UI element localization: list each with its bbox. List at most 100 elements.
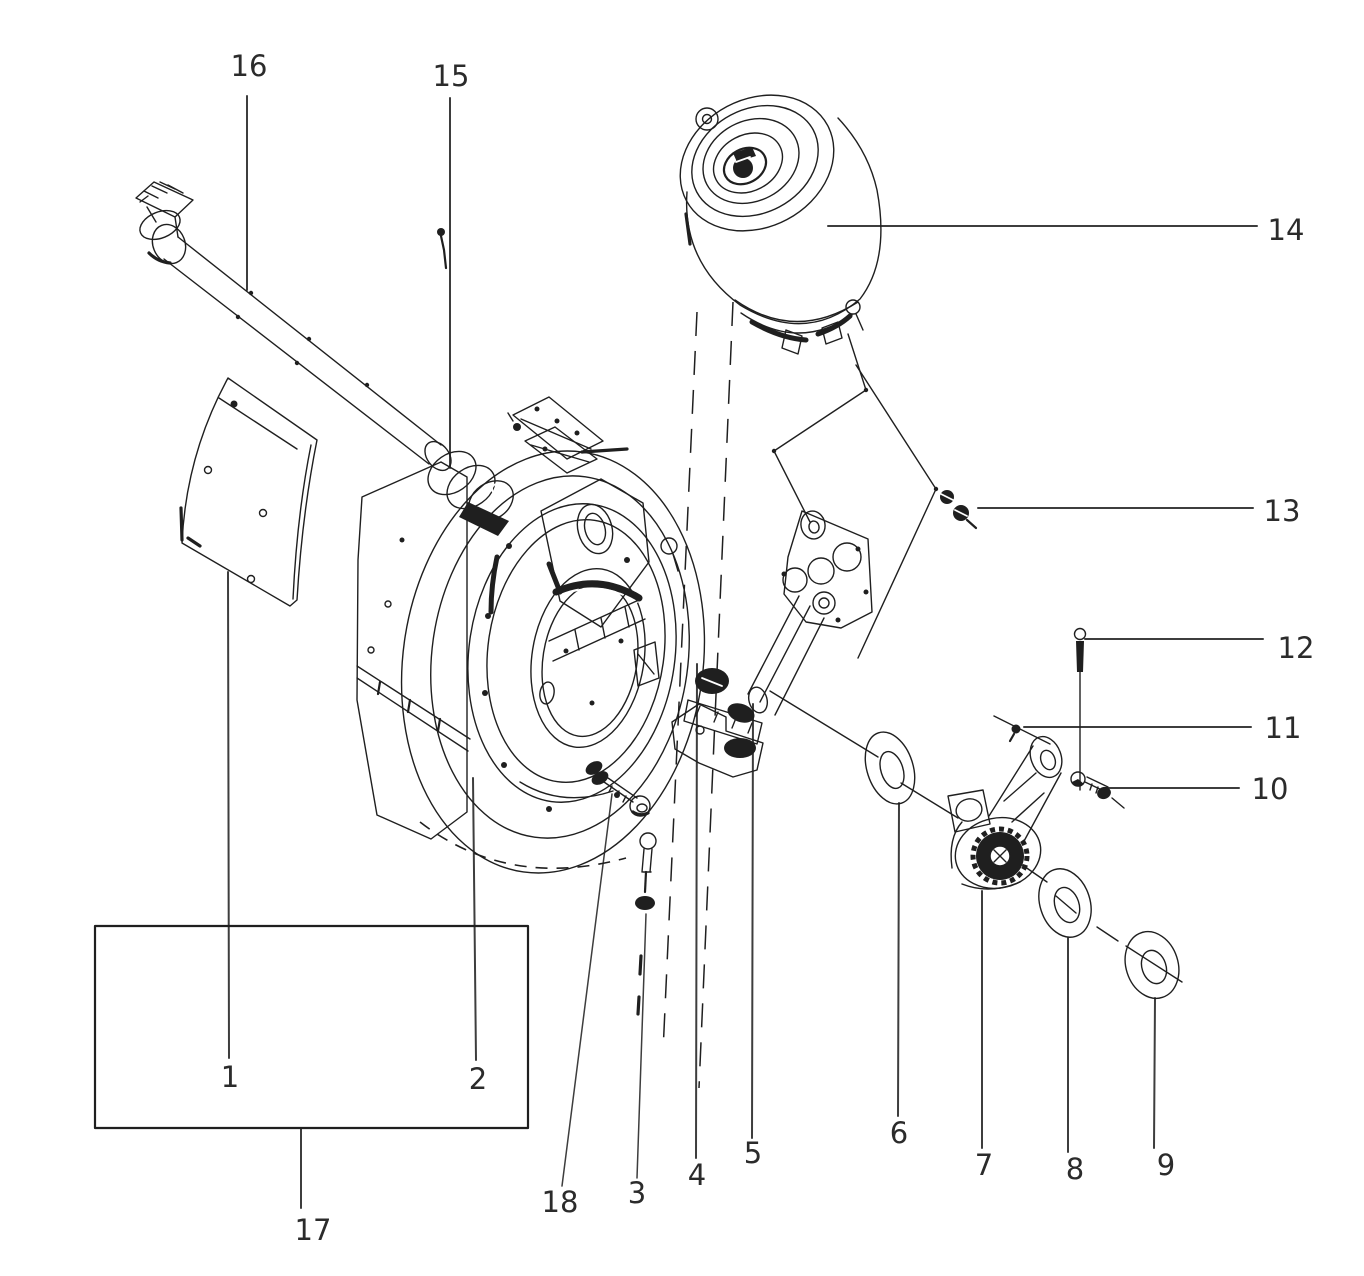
callout-10: 10 [1252,772,1289,806]
chamber-face-ring [722,146,768,186]
face-bolt-hole [506,543,512,549]
web-dot [563,648,569,654]
rod-tick [294,360,300,366]
chamber-tab [781,329,803,355]
pin-axis [993,715,1051,745]
callout-9: 9 [1157,1148,1175,1182]
pin-collar [635,896,655,910]
cam-tube-shadow [459,502,509,536]
bolt-threads [1089,783,1099,794]
bolt-washer [585,761,603,775]
construction-lines [662,301,1183,1089]
handle-rod-16 [135,181,452,472]
drum-face-ring [486,519,666,783]
backplate-housing-2 [356,396,706,874]
arm-boss-bottom [961,881,1021,890]
washer-9 [1124,930,1180,1000]
phantom-line-left [662,311,698,1053]
strap-rivet [534,406,540,412]
camshaft-bracket-4-5 [671,510,873,778]
bolt-nut [1097,786,1111,800]
foot-base-hatch [695,705,753,734]
leader-3-tick [636,995,641,1016]
washer-outer [1038,868,1092,938]
panel-hole [384,600,392,608]
callout-4: 4 [688,1158,706,1192]
web-rungs [574,606,630,651]
plate-edge-mark [179,506,184,542]
chamber-hub [733,158,753,178]
phantom-line-right [698,301,734,1089]
leader-3-tick [638,954,643,976]
callout-17: 17 [295,1213,332,1247]
bracket-shaft-line [759,605,811,703]
foot-boss [695,668,729,694]
chamber-face-ring [691,104,819,218]
bracket-flange [783,510,873,629]
chamber-flange-band [734,299,859,323]
locator-dot [863,387,869,393]
callout-1: 1 [221,1060,239,1094]
washer-outer [1124,930,1180,1000]
screw-13 [940,490,978,530]
face-bolt-hole [501,762,507,768]
bolt-shaft [603,777,638,803]
cam-tube-hole [491,483,503,495]
web-dot [589,700,595,706]
callout-12: 12 [1278,631,1315,665]
panel-rivet [399,537,405,543]
face-bolt-hole [485,613,491,619]
callout-6: 6 [890,1116,908,1150]
flange-hole [782,567,808,593]
bolt-head-face [636,803,648,813]
flange-dot [781,571,787,577]
leader-9 [1153,997,1156,1149]
strap-bolt-stem [507,412,514,422]
top-strap [512,396,604,460]
washer-inner [1140,949,1168,985]
leader-1 [227,571,230,1059]
plate-hole [246,574,256,584]
chamber-face-ring [679,94,835,232]
chamber-edge-shadow [684,212,692,246]
callout-14: 14 [1268,213,1305,247]
bracket-shaft [747,595,825,716]
pin-shank [641,848,653,873]
chamber-fitting-stem [855,313,864,331]
leader-3 [636,913,647,1179]
callout-15: 15 [433,59,470,93]
housing-rail-ticks [376,680,442,733]
knob-head [135,181,194,218]
pin-ring [639,832,657,850]
flange-hole [807,557,835,585]
foot-bottom-blob [724,738,756,758]
leader-5 [751,703,754,1139]
top-strap [524,426,598,474]
chamber-tab [821,321,843,345]
anchor-lug-hole [576,503,614,555]
leader-lines [227,95,1264,1209]
chamber-hub-key [733,147,756,162]
knob-knurling [139,181,184,203]
strap-rivet [574,430,580,436]
ring-pin-3 [635,832,657,910]
rod-tick [364,382,370,388]
cam-slot-band [552,580,643,602]
adjuster-arm-7 [947,735,1063,890]
axis-line-segment [1096,926,1119,942]
anchor-lug-dot [624,557,630,563]
locator-dot [933,486,939,492]
knob-joint [146,206,179,238]
chamber-body [685,117,882,325]
bolt-10 [1070,771,1125,809]
anchor-lug-hole-inner [583,512,607,546]
callout-8: 8 [1066,1152,1084,1186]
locator-dot [771,448,777,454]
gear-spline [993,849,1007,863]
clevis-pin-12 [1073,627,1087,791]
anchor-lug [540,478,650,628]
flange-ear-hole [808,520,820,534]
callout-3: 3 [628,1176,646,1210]
